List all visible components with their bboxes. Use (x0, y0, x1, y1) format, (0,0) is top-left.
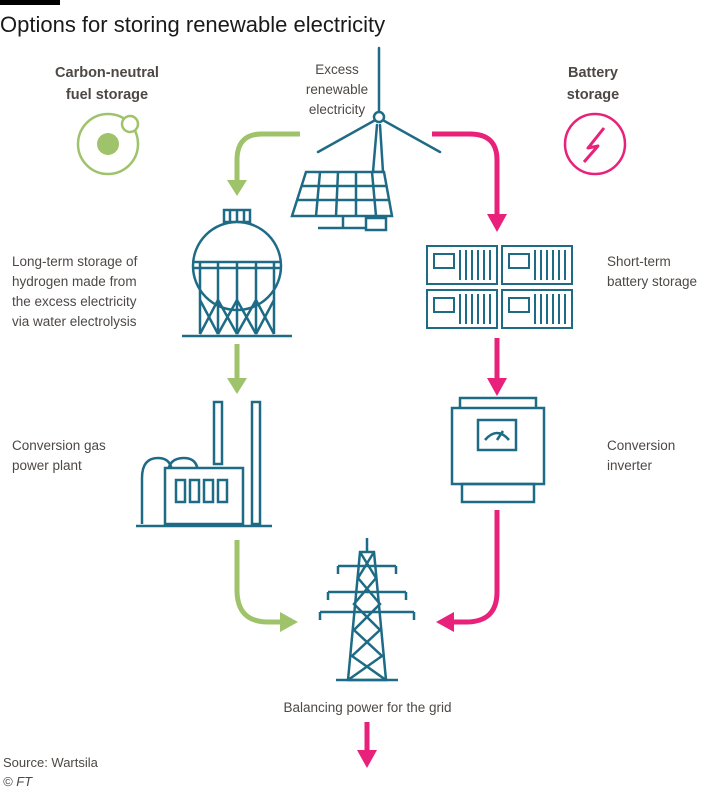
grid-label: Balancing power for the grid (283, 700, 452, 715)
battery-storage-label: Short-term battery storage (607, 254, 698, 289)
hydrogen-storage-label: Long-term storage of hydrogen made from … (12, 254, 138, 329)
green-flow-arrows (227, 131, 300, 632)
page-title: Options for storing renewable electricit… (0, 12, 386, 37)
wind-turbine-icon (316, 46, 442, 174)
ft-credit: © FT (3, 774, 33, 789)
solar-panel-icon (290, 170, 394, 232)
pylon-icon (318, 538, 416, 682)
excess-electricity-label: Excess renewable electricity (305, 62, 369, 117)
pink-flow-arrows (357, 131, 507, 768)
gas-power-plant-icon (136, 400, 272, 528)
carbon-neutral-heading: Carbon-neutral fuel storage (55, 65, 159, 103)
hydrogen-tank-icon (182, 208, 292, 338)
inverter-label: Conversion inverter (607, 438, 676, 473)
gas-plant-label: Conversion gas power plant (12, 438, 106, 473)
source-note: Source: Wartsila (3, 755, 98, 770)
top-rule (0, 0, 60, 5)
battery-containers-icon (426, 245, 573, 329)
lightning-icon (563, 112, 627, 176)
inverter-icon (450, 396, 546, 504)
battery-storage-heading: Battery storage (566, 65, 620, 103)
fuel-orbit-icon (76, 112, 140, 176)
